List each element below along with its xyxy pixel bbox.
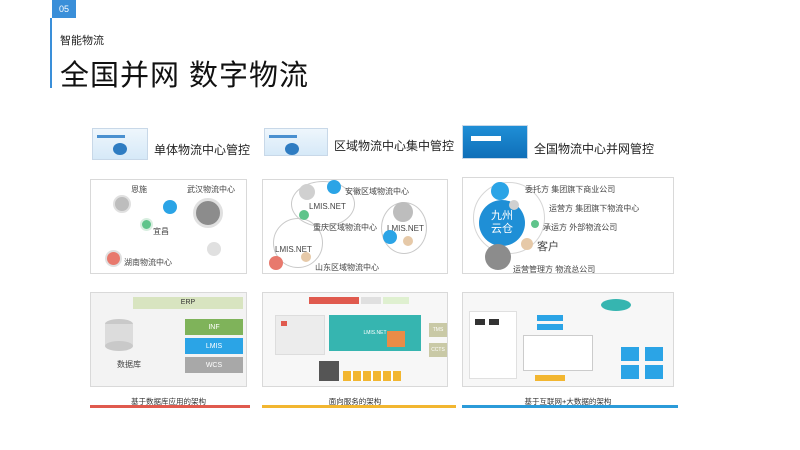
node-circle bbox=[163, 200, 177, 214]
node-label: 宜昌 bbox=[153, 227, 169, 236]
node-label: 运营管理方 物流总公司 bbox=[513, 265, 596, 274]
column-header-regional: 区域物流中心集中管控 bbox=[264, 128, 454, 156]
page-number: 05 bbox=[52, 0, 76, 18]
diagram-block bbox=[621, 365, 639, 379]
node-circle bbox=[299, 184, 315, 200]
diagram-block bbox=[343, 371, 401, 381]
node-circle bbox=[485, 244, 511, 270]
screenshot-thumbnail bbox=[264, 128, 328, 156]
page-subtitle: 智能物流 bbox=[60, 35, 104, 47]
node-circle bbox=[105, 250, 122, 267]
accent-bar bbox=[50, 18, 52, 88]
node-circle bbox=[491, 182, 509, 200]
diagram-block bbox=[475, 319, 485, 325]
arch-caption: 面向服务的架构 bbox=[328, 397, 382, 406]
diagram-block bbox=[281, 321, 287, 326]
node-label: 运营方 集团旗下物流中心 bbox=[549, 204, 640, 213]
node-label: 武汉物流中心 bbox=[187, 185, 235, 194]
diagram-block bbox=[537, 324, 563, 330]
erp-block: ERP bbox=[133, 297, 243, 309]
node-label: 安徽区域物流中心 bbox=[345, 187, 409, 196]
caption-underline bbox=[262, 405, 456, 408]
diagram-block bbox=[387, 331, 405, 347]
column-header-single: 单体物流中心管控 bbox=[92, 128, 250, 160]
node-label: LMIS.NET bbox=[387, 224, 424, 233]
lmis-net-block: LMIS.NET bbox=[329, 315, 421, 351]
database-icon bbox=[105, 319, 133, 353]
column-header-national: 全国物流中心并网管控 bbox=[462, 125, 654, 159]
caption-underline bbox=[90, 405, 250, 408]
diagram-block bbox=[645, 365, 663, 379]
panel-single-center: 恩施 武汉物流中心 宜昌 湖南物流中心 bbox=[90, 179, 247, 274]
node-label: 湖南物流中心 bbox=[124, 258, 172, 267]
layer-inf: INF bbox=[185, 319, 243, 335]
node-circle bbox=[531, 220, 539, 228]
arch-diagram-database: ERP 数据库 INF LMIS WCS bbox=[90, 292, 247, 387]
node-circle bbox=[383, 230, 397, 244]
diagram-block bbox=[383, 297, 409, 304]
node-circle bbox=[299, 210, 309, 220]
node-circle bbox=[113, 195, 131, 213]
node-label: LMIS.NET bbox=[275, 245, 312, 254]
arch-diagram-internet-bigdata bbox=[462, 292, 674, 387]
arch-caption: 基于数据库应用的架构 bbox=[131, 397, 206, 406]
diagram-block bbox=[537, 315, 563, 321]
node-label: 客户 bbox=[537, 241, 559, 253]
node-label: 委托方 集团旗下商业公司 bbox=[525, 185, 616, 194]
layer-wcs: WCS bbox=[185, 357, 243, 373]
diagram-block bbox=[319, 361, 339, 381]
node-label: 重庆区域物流中心 bbox=[313, 223, 377, 232]
diagram-block bbox=[361, 297, 381, 304]
diagram-block bbox=[621, 347, 639, 361]
node-circle bbox=[193, 198, 223, 228]
page-title: 全国并网 数字物流 bbox=[60, 60, 310, 92]
node-label: 恩施 bbox=[131, 185, 147, 194]
panel-national-network: 委托方 集团旗下商业公司 九州 云仓 运营方 集团旗下物流中心 承运方 外部物流… bbox=[462, 177, 674, 274]
hub-circle: 九州 云仓 bbox=[479, 200, 525, 246]
node-circle bbox=[521, 238, 533, 250]
node-label: 山东区域物流中心 bbox=[315, 263, 379, 272]
diagram-block bbox=[309, 297, 359, 304]
network-ring bbox=[291, 181, 355, 227]
node-circle bbox=[393, 202, 413, 222]
node-circle bbox=[207, 242, 221, 256]
node-circle bbox=[403, 236, 413, 246]
column-label: 全国物流中心并网管控 bbox=[534, 142, 655, 156]
screenshot-thumbnail bbox=[462, 125, 528, 159]
node-circle bbox=[327, 180, 341, 194]
node-label: LMIS.NET bbox=[309, 202, 346, 211]
node-circle bbox=[140, 218, 153, 231]
column-label: 单体物流中心管控 bbox=[154, 143, 251, 157]
diagram-block bbox=[535, 375, 565, 381]
cloud-icon bbox=[601, 299, 631, 311]
node-label: 承运方 外部物流公司 bbox=[543, 223, 618, 232]
screenshot-thumbnail bbox=[92, 128, 148, 160]
diagram-block bbox=[489, 319, 499, 325]
caption-underline bbox=[462, 405, 678, 408]
node-circle bbox=[301, 252, 311, 262]
ccts-block: CCTS bbox=[429, 343, 447, 357]
diagram-block bbox=[523, 335, 593, 371]
arch-diagram-soa: LMIS.NET TMS CCTS bbox=[262, 292, 448, 387]
column-label: 区域物流中心集中管控 bbox=[334, 139, 455, 153]
panel-regional-center: 安徽区域物流中心 LMIS.NET 重庆区域物流中心 LMIS.NET LMIS… bbox=[262, 179, 448, 274]
layer-lmis: LMIS bbox=[185, 338, 243, 354]
network-ring bbox=[273, 218, 323, 268]
arch-caption: 基于互联网+大数据的架构 bbox=[524, 397, 612, 406]
diagram-block bbox=[645, 347, 663, 361]
node-circle bbox=[509, 200, 519, 210]
database-label: 数据库 bbox=[117, 360, 141, 369]
tms-block: TMS bbox=[429, 323, 447, 337]
node-circle bbox=[269, 256, 283, 270]
